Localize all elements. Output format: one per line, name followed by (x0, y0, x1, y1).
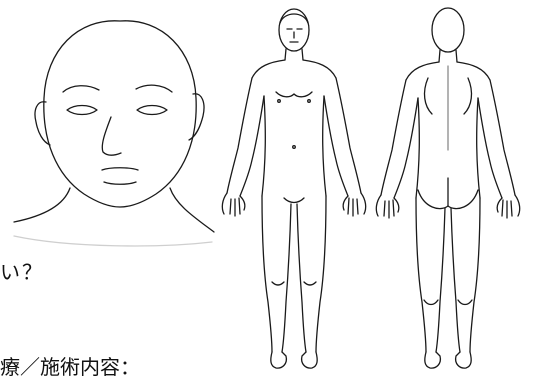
right-leg-outer (470, 198, 480, 352)
right-arm-inner (478, 98, 502, 198)
treatment-label: 療／施術内容： (0, 357, 140, 377)
left-arm-outer (381, 80, 406, 195)
left-eyebrow (63, 86, 99, 92)
left-arm-inner (394, 98, 418, 198)
right-shoulder (457, 62, 490, 80)
head (279, 9, 309, 51)
nose (102, 117, 121, 155)
right-leg-inner (451, 208, 460, 352)
left-scapula (425, 78, 432, 114)
right-arm-outer (336, 78, 361, 193)
left-knee (272, 282, 284, 285)
left-leg-inner (436, 208, 445, 352)
chin-line (104, 182, 136, 184)
left-foot (425, 352, 441, 368)
left-leg-inner (282, 204, 291, 352)
right-hand (497, 195, 519, 218)
torso-right (477, 98, 480, 198)
left-calf (424, 300, 438, 305)
right-arm-outer (490, 80, 515, 195)
navel (293, 146, 296, 149)
right-arm-inner (324, 96, 348, 196)
collar-line (14, 236, 212, 246)
right-shoulder (303, 60, 336, 78)
right-calf (458, 300, 472, 305)
body-front-icon (222, 9, 365, 368)
right-hand (343, 193, 365, 216)
left-leg-outer (416, 198, 426, 352)
left-arm-outer (227, 78, 252, 193)
left-hand (376, 195, 398, 218)
right-leg-outer (316, 196, 326, 352)
left-shoulder (406, 62, 439, 80)
right-eye (137, 106, 167, 115)
right-leg-inner (297, 204, 306, 352)
right-foot (456, 352, 472, 368)
torso-left (416, 98, 419, 198)
head-outline (44, 21, 196, 207)
face-front-icon (14, 21, 214, 246)
body-back-icon (376, 8, 519, 368)
left-glute (418, 190, 448, 209)
left-foot (271, 352, 287, 368)
left-nipple (278, 100, 281, 103)
head (432, 8, 464, 52)
right-scapula (464, 78, 471, 114)
hair (280, 14, 308, 23)
left-shoulder (252, 60, 285, 78)
left-hand (222, 193, 244, 216)
torso-left (262, 96, 265, 196)
mouth (102, 168, 138, 170)
left-leg-outer (262, 196, 272, 352)
crotch (284, 198, 304, 203)
right-eyebrow (136, 85, 172, 92)
neck-left (14, 188, 70, 222)
question-text: い？ (0, 262, 44, 282)
neck-right (170, 188, 214, 232)
right-glute (448, 190, 478, 209)
right-nipple (308, 100, 311, 103)
left-arm-inner (240, 96, 264, 196)
right-foot (302, 352, 318, 368)
torso-right (323, 96, 326, 196)
left-eye (67, 106, 97, 115)
right-knee (304, 282, 316, 285)
chest-line (276, 92, 312, 97)
